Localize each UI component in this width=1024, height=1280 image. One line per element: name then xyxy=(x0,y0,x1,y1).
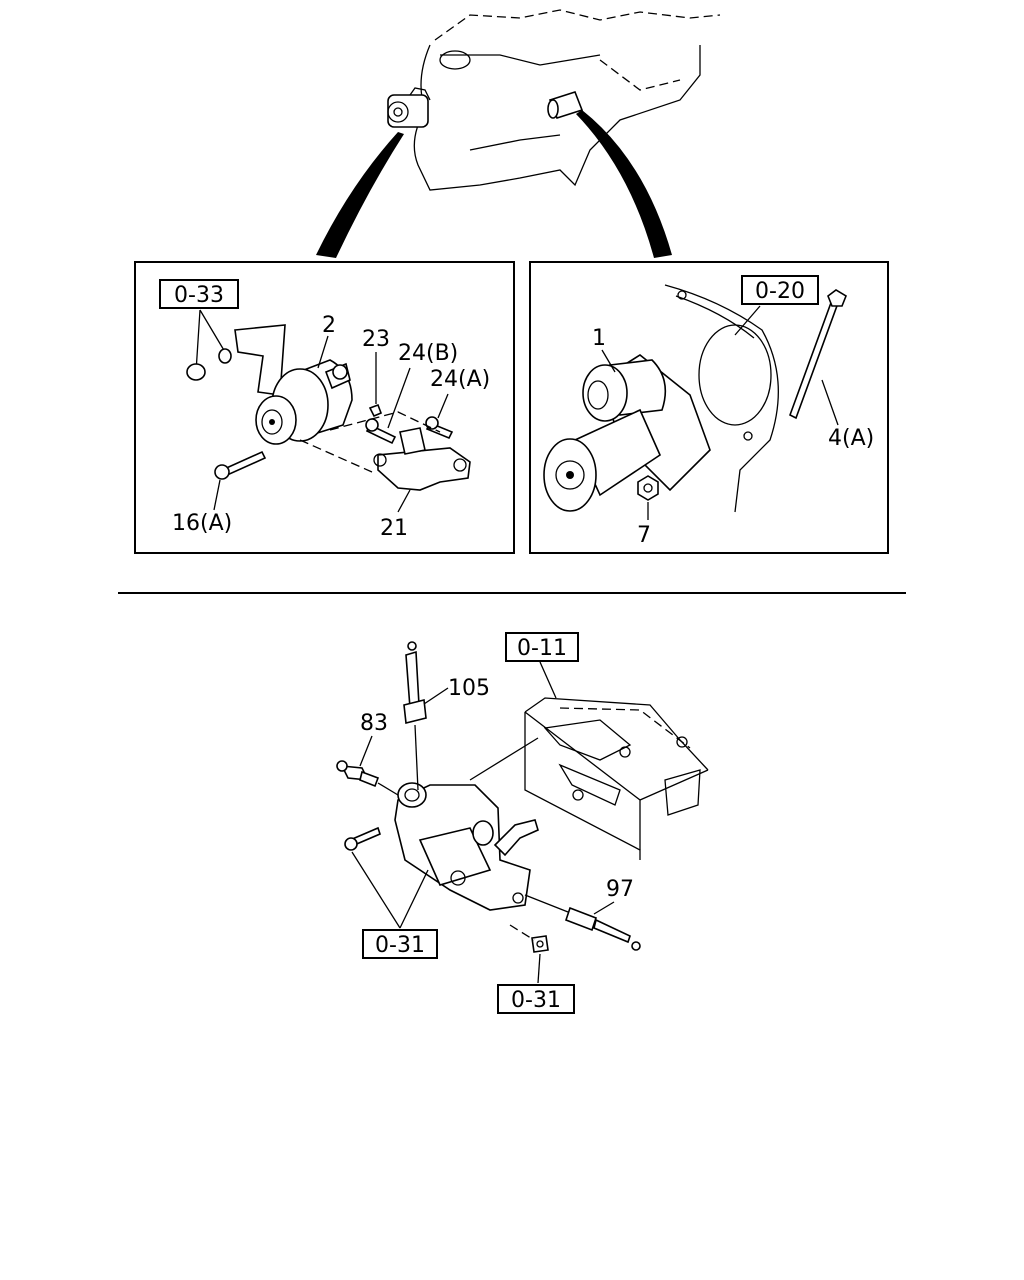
bolt-24b xyxy=(365,418,397,445)
label: 0-31 xyxy=(375,933,425,958)
label: 0-11 xyxy=(517,636,567,661)
ref-box-0-33: 0-33 xyxy=(159,279,239,309)
glow-plug-105 xyxy=(403,641,427,791)
leader-wedges xyxy=(316,110,672,258)
sensor-97 xyxy=(564,906,641,951)
engine-overview xyxy=(413,9,721,191)
nut-23 xyxy=(368,403,383,418)
ref-box-0-31-left: 0-31 xyxy=(362,929,438,959)
callout-23: 23 xyxy=(362,327,390,352)
bolt-24a xyxy=(425,416,454,440)
callout-4a: 4(A) xyxy=(828,426,874,451)
callout-1: 1 xyxy=(592,326,606,351)
bolt-4a xyxy=(789,289,847,420)
flywheel-housing xyxy=(664,284,779,513)
callout-16a: 16(A) xyxy=(172,511,232,536)
alternator xyxy=(186,324,353,445)
callout-7: 7 xyxy=(637,523,651,548)
callout-24b: 24(B) xyxy=(398,341,458,366)
bolt-left xyxy=(344,826,381,851)
bolt-bottom xyxy=(531,935,549,953)
sensor-83 xyxy=(336,760,380,788)
callout-97: 97 xyxy=(606,877,634,902)
ref-box-0-11: 0-11 xyxy=(505,632,579,662)
thermostat-housing xyxy=(394,782,539,911)
nut-7 xyxy=(637,475,659,501)
callout-83: 83 xyxy=(360,711,388,736)
label: 0-33 xyxy=(174,283,224,308)
callout-24a: 24(A) xyxy=(430,367,490,392)
alternator-panel xyxy=(134,261,515,554)
starter-panel xyxy=(529,261,889,554)
bracket-21 xyxy=(373,427,471,491)
ref-box-0-20: 0-20 xyxy=(741,275,819,305)
starter-motor xyxy=(543,354,711,512)
label: 0-31 xyxy=(511,988,561,1013)
callout-105: 105 xyxy=(448,676,490,701)
label: 0-20 xyxy=(755,279,805,304)
callout-2: 2 xyxy=(322,313,336,338)
ref-box-0-31-bottom: 0-31 xyxy=(497,984,575,1014)
bolt-16a xyxy=(214,450,267,480)
cylinder-head xyxy=(524,697,709,860)
alternator-thumbnail xyxy=(387,87,431,128)
callout-21: 21 xyxy=(380,516,408,541)
